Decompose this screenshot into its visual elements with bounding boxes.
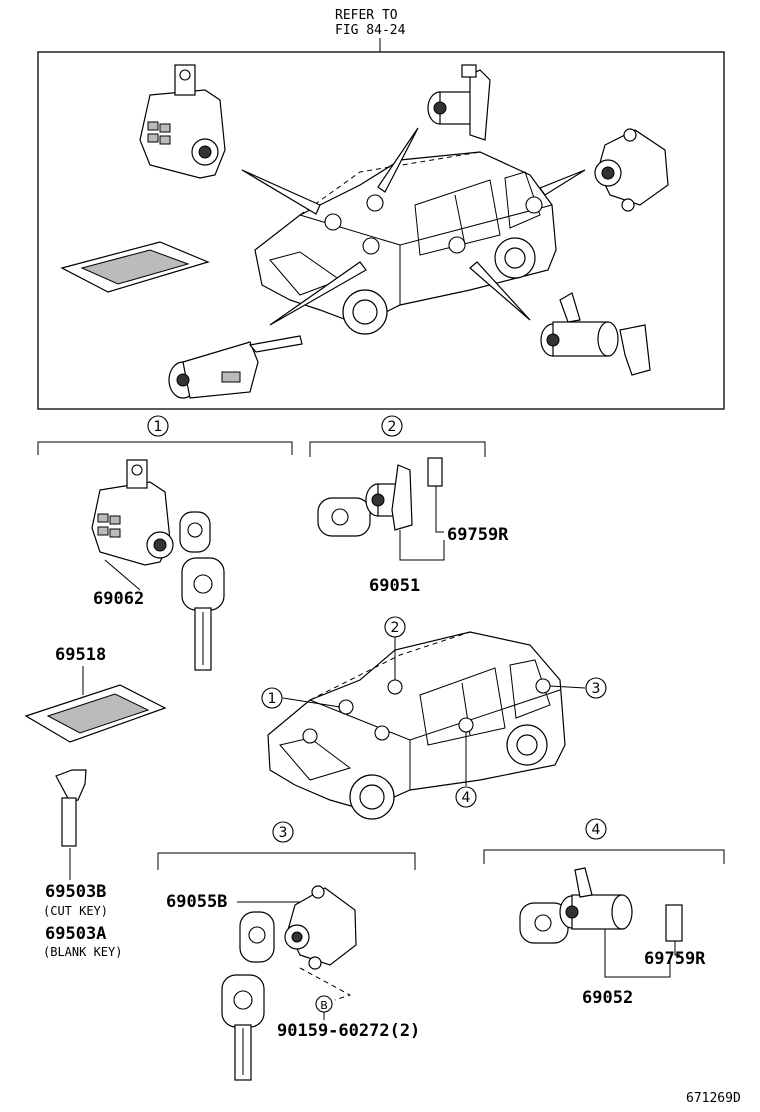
group-2-marker: 2: [388, 419, 397, 435]
overview-rear-door-cylinder-illustration: [540, 292, 651, 376]
overview-ignition-cylinder-illustration: [168, 335, 303, 399]
ignition-switch-with-keys-illustration: [91, 459, 225, 671]
part-number-69759R-bottom: 69759R: [644, 949, 706, 969]
header-line1: REFER TO: [335, 8, 398, 23]
group-1: 1 69062: [37, 415, 293, 671]
group-3-marker: 3: [279, 825, 288, 841]
part-number-69062: 69062: [93, 589, 144, 609]
overview-back-door-cylinder-illustration: [594, 128, 669, 212]
group-1-marker: 1: [154, 419, 163, 435]
group-4: 4 69759R 69052: [483, 818, 725, 1008]
overview-door-cylinder-illustration: [427, 64, 491, 141]
part-number-69518: 69518: [55, 645, 106, 665]
overview-plate-illustration: [60, 241, 210, 293]
refer-to-header: REFER TO FIG 84-24: [335, 8, 406, 52]
location-marker-3: 3: [592, 681, 601, 697]
part-number-69052: 69052: [582, 988, 633, 1008]
part-number-69759R-top: 69759R: [447, 525, 509, 545]
header-line2: FIG 84-24: [335, 23, 406, 38]
part-number-69055B: 69055B: [166, 892, 227, 912]
location-vehicle-illustration: 1 2 3 4: [261, 616, 607, 820]
diagram-id: 671269D: [686, 1091, 741, 1106]
part-number-90159-60272: 90159-60272(2): [277, 1021, 420, 1041]
overview-frame: [37, 51, 725, 410]
plate-69518: 69518: [24, 645, 167, 743]
part-note-cut-key: (CUT KEY): [43, 904, 108, 918]
rear-door-lock-cylinder-with-key-illustration: [519, 867, 683, 944]
location-marker-4: 4: [462, 790, 471, 806]
location-marker-1: 1: [268, 691, 277, 707]
part-number-69051: 69051: [369, 576, 420, 596]
group-3: 3 69055B B 90159-60272(2): [157, 821, 420, 1081]
cut-key-illustration: [55, 769, 87, 880]
location-marker-2: 2: [391, 620, 400, 636]
door-lock-cylinder-with-key-illustration: [317, 457, 443, 537]
callout-B: B: [320, 999, 328, 1012]
overview-ignition-switch-illustration: [139, 64, 226, 179]
part-number-69503B: 69503B: [45, 882, 106, 902]
part-number-69503A: 69503A: [45, 924, 106, 944]
back-door-lock-cylinder-with-keys-illustration: [221, 885, 357, 1081]
group-4-marker: 4: [592, 822, 601, 838]
overview-vehicle-illustration: [241, 127, 586, 335]
group-2: 2 69759R 69051: [309, 415, 509, 596]
part-note-blank-key: (BLANK KEY): [43, 945, 122, 959]
